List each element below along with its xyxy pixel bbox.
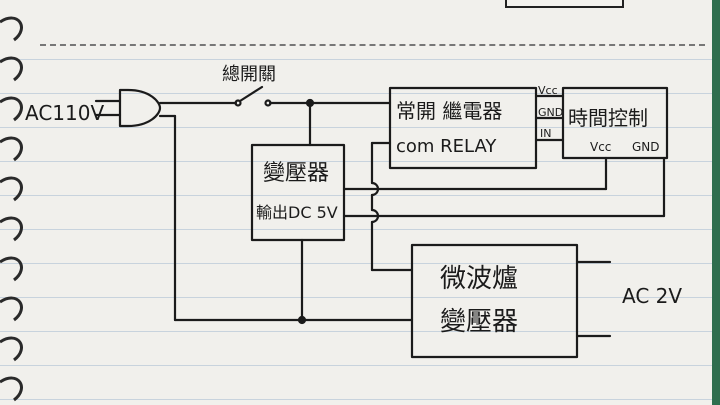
dashed-divider <box>40 44 705 46</box>
plug-icon <box>94 88 162 128</box>
relay-pin-in: IN <box>540 127 551 140</box>
transformer-box <box>250 143 346 242</box>
timer-vcc: Vcc <box>590 140 611 154</box>
relay-label-2: com RELAY <box>396 136 497 157</box>
relay-pin-gnd: GND <box>538 106 563 119</box>
microwave-transformer-box <box>410 243 579 359</box>
microwave-label-2: 變壓器 <box>440 307 518 337</box>
transformer-label-2: 輸出DC 5V <box>256 203 338 222</box>
microwave-label-1: 微波爐 <box>440 264 518 294</box>
transformer-label-1: 變壓器 <box>263 161 329 186</box>
spiral-binding <box>0 16 23 402</box>
timer-box <box>561 86 669 160</box>
timer-gnd: GND <box>632 140 660 154</box>
main-switch-icon <box>234 85 272 107</box>
relay-label-1: 常開 繼電器 <box>396 99 502 123</box>
relay-box <box>388 86 538 170</box>
timer-title: 時間控制 <box>568 106 648 130</box>
relay-pin-vcc: Vcc <box>538 84 558 97</box>
output-label: AC 2V <box>622 284 682 308</box>
main-switch-label: 總開關 <box>222 64 276 85</box>
source-label: AC110V <box>25 101 104 125</box>
partial-box-top <box>505 0 624 8</box>
